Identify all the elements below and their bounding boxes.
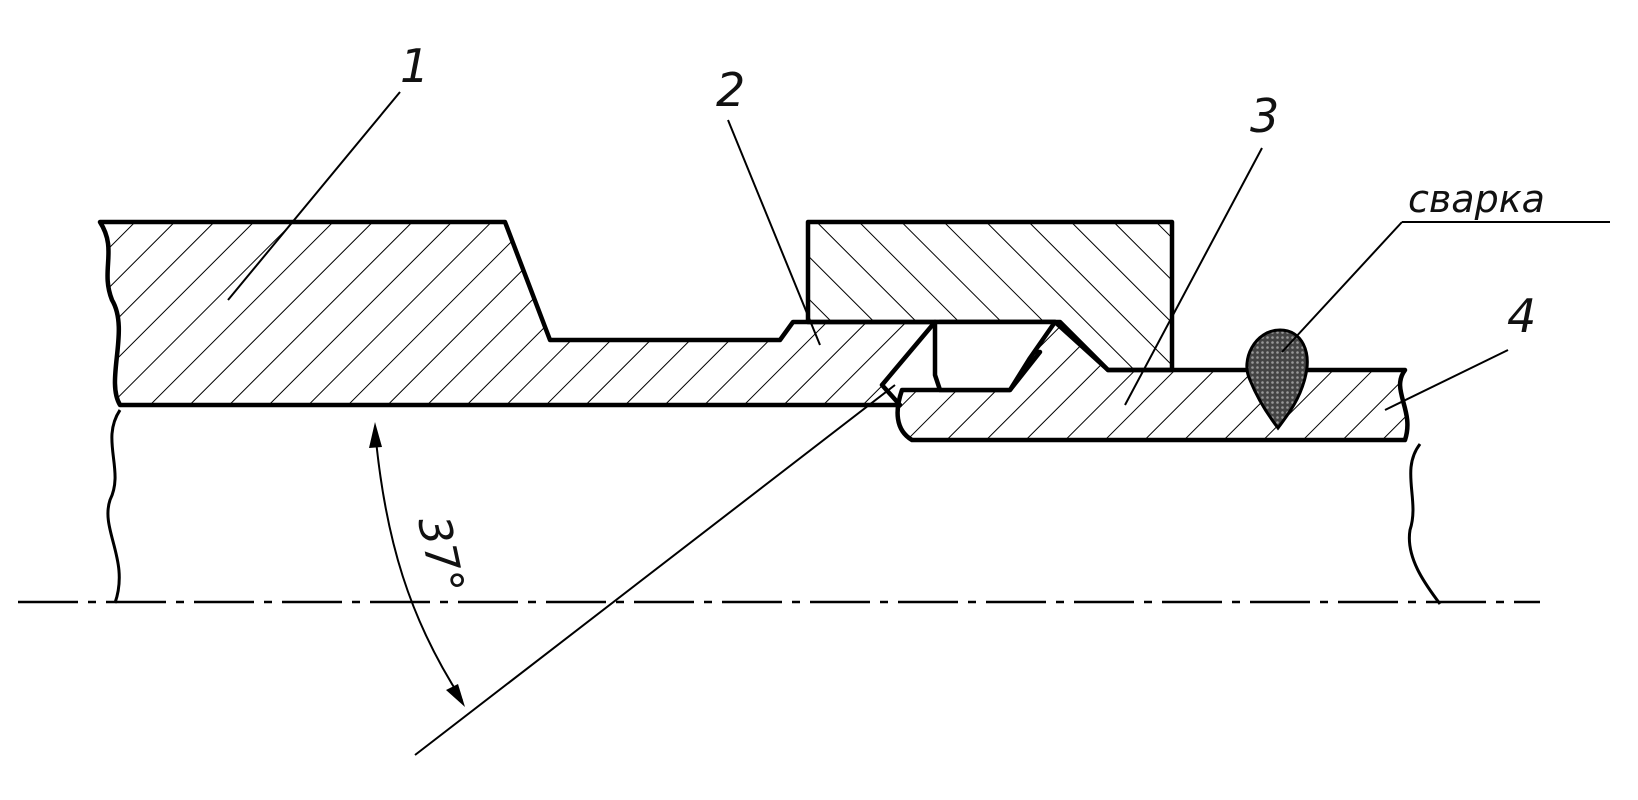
callout-label-2: 2	[716, 63, 745, 117]
weld-bead	[1245, 328, 1309, 431]
leader-line-1	[227, 91, 401, 301]
angle-construction-line	[414, 384, 896, 756]
leader-line-3	[1124, 147, 1263, 406]
angle-arc	[374, 429, 463, 701]
right-break-line	[1407, 443, 1442, 605]
leader-line-4	[1384, 349, 1509, 411]
callout-label-3: 3	[1250, 89, 1279, 143]
angle-arrow-bottom	[446, 684, 465, 707]
left-break-line	[106, 409, 122, 604]
angle-label: 37°	[407, 512, 473, 599]
angle-arrow-top	[369, 422, 382, 448]
cavity-outline	[932, 319, 1058, 393]
leader-line-weld	[1281, 221, 1403, 353]
callout-label-1: 1	[400, 39, 429, 93]
callout-label-4: 4	[1507, 289, 1536, 343]
part-1-section	[97, 219, 938, 408]
leader-line-2	[727, 119, 821, 346]
weld-label: сварка	[1408, 177, 1545, 221]
